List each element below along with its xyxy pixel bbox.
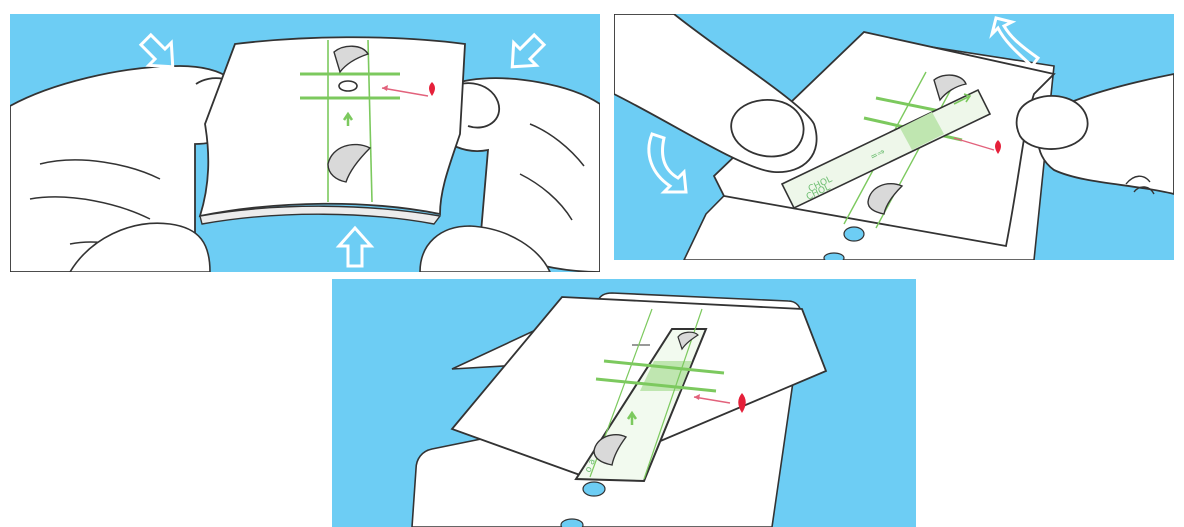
sample-pointer-icon <box>953 137 995 151</box>
step-3-panel: o a <box>332 279 916 527</box>
hole-icon <box>582 481 606 497</box>
insert-direction-arrow-icon <box>342 111 354 126</box>
blood-drop-icon <box>995 140 1001 154</box>
step-3-illustration: o a <box>332 279 916 527</box>
curved-arrow-left-icon <box>647 132 688 194</box>
tab-bottom-icon <box>327 143 372 183</box>
tab-top-icon <box>333 45 370 74</box>
curved-arrow-top-icon <box>989 16 1041 69</box>
press-arrow-top-right-icon <box>510 32 547 69</box>
insert-direction-arrow-icon <box>626 410 638 425</box>
sample-pointer-icon <box>693 396 731 404</box>
tab-bottom-icon <box>593 433 628 466</box>
press-arrow-top-left-icon <box>138 32 175 69</box>
sample-pointer-icon <box>381 87 429 97</box>
step-2-panel: CHOL CHOL =⇒ <box>614 14 1174 260</box>
strip-bottom-label: o a <box>584 457 598 474</box>
blood-drop-icon <box>738 393 746 413</box>
step-1-illustration <box>10 14 600 272</box>
press-arrow-bottom-icon <box>335 225 375 268</box>
blood-drop-icon <box>429 82 435 96</box>
right-thumbnail-icon <box>1015 95 1089 150</box>
tab-top-icon <box>677 331 699 351</box>
test-window-icon <box>338 80 358 92</box>
hole-icon <box>843 226 865 242</box>
test-strip: CHOL CHOL =⇒ <box>780 88 992 210</box>
tab-icon <box>867 183 904 215</box>
step-2-illustration: CHOL CHOL =⇒ <box>614 14 1174 260</box>
bent-card <box>198 36 466 218</box>
step-1-panel <box>10 14 600 272</box>
left-fingernail-icon <box>730 99 805 158</box>
